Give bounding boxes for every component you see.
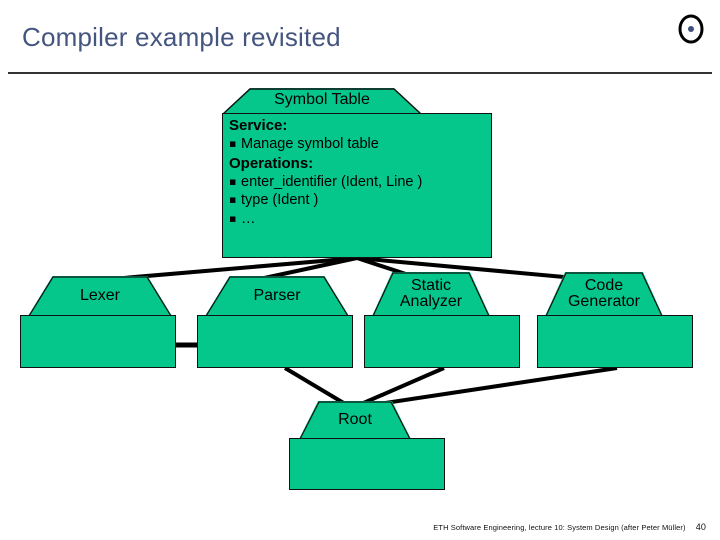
component-root-header: Root	[299, 401, 411, 439]
page-title: Compiler example revisited	[22, 22, 341, 52]
component-static-analyzer-body	[364, 315, 520, 368]
component-static-analyzer-label-line2: Analyzer	[399, 293, 463, 310]
target-circle-icon	[678, 14, 704, 44]
footer-text: ETH Software Engineering, lecture 10: Sy…	[433, 523, 686, 532]
slide-page-number: 40	[695, 522, 706, 532]
component-parser-body	[197, 315, 353, 368]
title-divider	[8, 72, 712, 74]
bullet-icon: ▪	[229, 211, 237, 225]
component-root-body	[289, 438, 445, 490]
bullet-icon: ▪	[229, 174, 237, 188]
component-lexer-header: Lexer	[28, 276, 172, 316]
symbol-table-op-type: ▪type (Ident )	[229, 192, 319, 208]
component-code-generator-label-line2: Generator	[567, 293, 641, 310]
connector-codegenerator-root	[351, 366, 618, 410]
symbol-table-operations-heading: Operations:	[229, 154, 314, 172]
symbol-table-op-enter-identifier: ▪enter_identifier (Ident, Line )	[229, 173, 423, 190]
bullet-icon: ▪	[229, 137, 237, 150]
component-code-generator-header: Code Generator	[545, 272, 663, 316]
bullet-icon: ▪	[229, 193, 237, 206]
slide-footer: ETH Software Engineering, lecture 10: Sy…	[0, 522, 720, 532]
symbol-table-op-ellipsis: ▪…	[229, 210, 256, 227]
component-code-generator-body	[537, 315, 693, 368]
component-code-generator-label-line1: Code	[584, 277, 624, 294]
symbol-table-service-heading: Service:	[229, 117, 288, 134]
component-static-analyzer-header: Static Analyzer	[372, 272, 490, 316]
component-static-analyzer-label-line1: Static	[410, 277, 451, 294]
component-parser-header: Parser	[205, 276, 349, 316]
component-symbol-table-header: Symbol Table	[222, 88, 422, 114]
component-lexer-body	[20, 315, 176, 368]
symbol-table-item-manage: ▪Manage symbol table	[229, 136, 379, 152]
component-symbol-table-body: Service: ▪Manage symbol table Operations…	[222, 113, 492, 258]
